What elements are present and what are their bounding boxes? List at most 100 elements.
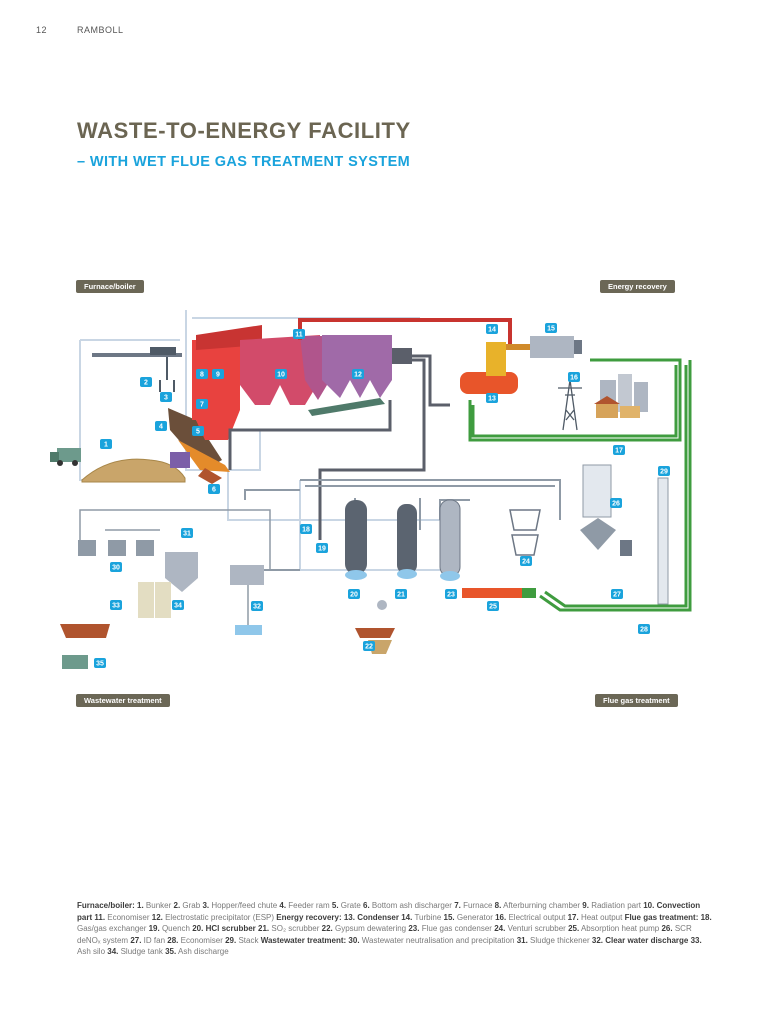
- svg-text:12: 12: [354, 372, 362, 379]
- svg-text:28: 28: [640, 627, 648, 634]
- scrubber-towers: [345, 500, 417, 580]
- svg-text:13: 13: [488, 396, 496, 403]
- svg-text:24: 24: [522, 559, 530, 566]
- legend-item: 3. Hopper/feed chute: [202, 901, 278, 910]
- badge-28: 28: [638, 624, 650, 634]
- svg-text:34: 34: [174, 603, 182, 610]
- brand-name: RAMBOLL: [77, 25, 124, 35]
- crane-grab: [159, 357, 175, 392]
- legend-item: 28. Economiser: [167, 935, 223, 945]
- legend-heading-furnace: Furnace/boiler:: [77, 901, 135, 910]
- legend-item: 27. ID fan: [130, 935, 166, 945]
- legend-item: 22. Gypsum dewatering: [321, 924, 407, 934]
- legend-item: 23. Flue gas condenser: [408, 924, 492, 934]
- badge-13: 13: [486, 393, 498, 403]
- legend-item: 29. Stack: [225, 935, 259, 945]
- legend-item: 4. Feeder ram: [279, 901, 330, 910]
- svg-text:7: 7: [200, 402, 204, 409]
- page-title: WASTE-TO-ENERGY FACILITY: [77, 118, 411, 143]
- tag-wastewater-treatment: Wastewater treatment: [76, 694, 170, 707]
- svg-text:29: 29: [660, 469, 668, 476]
- legend-item: 14. Turbine: [401, 912, 442, 922]
- svg-text:31: 31: [183, 531, 191, 538]
- badge-15: 15: [545, 323, 557, 333]
- legend-item: 10. Convection part: [77, 901, 701, 922]
- svg-text:27: 27: [613, 592, 621, 599]
- badge-5: 5: [192, 426, 204, 436]
- svg-text:8: 8: [200, 372, 204, 379]
- svg-text:1: 1: [104, 442, 108, 449]
- legend-heading-wastewater: Wastewater treatment:: [260, 935, 349, 945]
- flue-gas-duct: [228, 354, 450, 540]
- badge-26: 26: [610, 498, 622, 508]
- ash-conveyor: [60, 624, 110, 669]
- badge-22: 22: [363, 641, 375, 651]
- badge-30: 30: [110, 562, 122, 572]
- badge-9: 9: [212, 369, 224, 379]
- badge-32: 32: [251, 601, 263, 611]
- legend-item: 13. Condenser: [343, 912, 399, 922]
- badge-6: 6: [208, 484, 220, 494]
- waste-pile: [81, 458, 186, 483]
- legend-item: 26. SCR deNOₓ system: [77, 924, 692, 945]
- flue-gas-condenser: [439, 499, 461, 581]
- badge-10: 10: [275, 369, 287, 379]
- tag-flue-gas-treatment: Flue gas treatment: [595, 694, 678, 707]
- condenser-unit: [460, 342, 530, 394]
- badge-11: 11: [293, 329, 305, 339]
- badge-19: 19: [316, 543, 328, 553]
- stack: [657, 477, 669, 605]
- badge-14: 14: [486, 324, 498, 334]
- legend-item: 17. Heat output: [567, 912, 623, 922]
- legend-item: 19. Quench: [148, 924, 190, 934]
- crane-rail: [92, 347, 182, 357]
- legend-item: 8. Afterburning chamber: [494, 901, 581, 910]
- legend-item: 11. Economiser: [94, 912, 150, 922]
- badge-20: 20: [348, 589, 360, 599]
- badge-4: 4: [155, 421, 167, 431]
- legend-item: 30. Wastewater neutralisation and precip…: [348, 935, 515, 945]
- tag-energy-recovery: Energy recovery: [600, 280, 675, 293]
- svg-text:10: 10: [277, 372, 285, 379]
- district-heating-pipe: [468, 358, 692, 612]
- power-pylon: [558, 379, 582, 431]
- svg-text:22: 22: [365, 644, 373, 651]
- badge-29: 29: [658, 466, 670, 476]
- legend-item: 9. Radiation part: [582, 901, 641, 910]
- svg-text:5: 5: [196, 429, 200, 436]
- badge-27: 27: [611, 589, 623, 599]
- page-subtitle: – WITH WET FLUE GAS TREATMENT SYSTEM: [77, 154, 411, 170]
- legend-item: 24. Venturi scrubber: [494, 924, 566, 934]
- legend-item: 25. Absorption heat pump: [568, 924, 660, 934]
- legend-heading-energy: Energy recovery:: [276, 912, 344, 922]
- svg-text:15: 15: [547, 326, 555, 333]
- svg-text:4: 4: [159, 424, 163, 431]
- page-number: 12: [36, 25, 48, 35]
- legend-item: 5. Grate: [331, 901, 361, 910]
- svg-text:26: 26: [612, 501, 620, 508]
- tag-furnace-boiler: Furnace/boiler: [76, 280, 144, 293]
- legend-item: 1. Bunker: [137, 901, 172, 910]
- legend-item: 2. Grab: [173, 901, 201, 910]
- badge-34: 34: [172, 600, 184, 610]
- legend-items: 1. Bunker 2. Grab 3. Hopper/feed chute 4…: [77, 901, 712, 956]
- badge-24: 24: [520, 556, 532, 566]
- legend: Furnace/boiler: 1. Bunker 2. Grab 3. Hop…: [77, 900, 717, 958]
- svg-text:9: 9: [216, 372, 220, 379]
- badge-8: 8: [196, 369, 208, 379]
- legend-item: 6. Bottom ash discharger: [363, 901, 452, 910]
- badge-2: 2: [140, 377, 152, 387]
- legend-item: 33. Ash silo: [77, 935, 702, 957]
- badge-25: 25: [487, 601, 499, 611]
- badge-33: 33: [110, 600, 122, 610]
- legend-item: 16. Electrical output: [495, 912, 566, 922]
- svg-text:17: 17: [615, 448, 623, 455]
- wastewater-tanks: [78, 540, 264, 635]
- badge-17: 17: [613, 445, 625, 455]
- badge-3: 3: [160, 392, 172, 402]
- badge-12: 12: [352, 369, 364, 379]
- legend-heading-flue: Flue gas treatment:: [624, 912, 701, 922]
- svg-text:18: 18: [302, 527, 310, 534]
- badge-16: 16: [568, 372, 580, 382]
